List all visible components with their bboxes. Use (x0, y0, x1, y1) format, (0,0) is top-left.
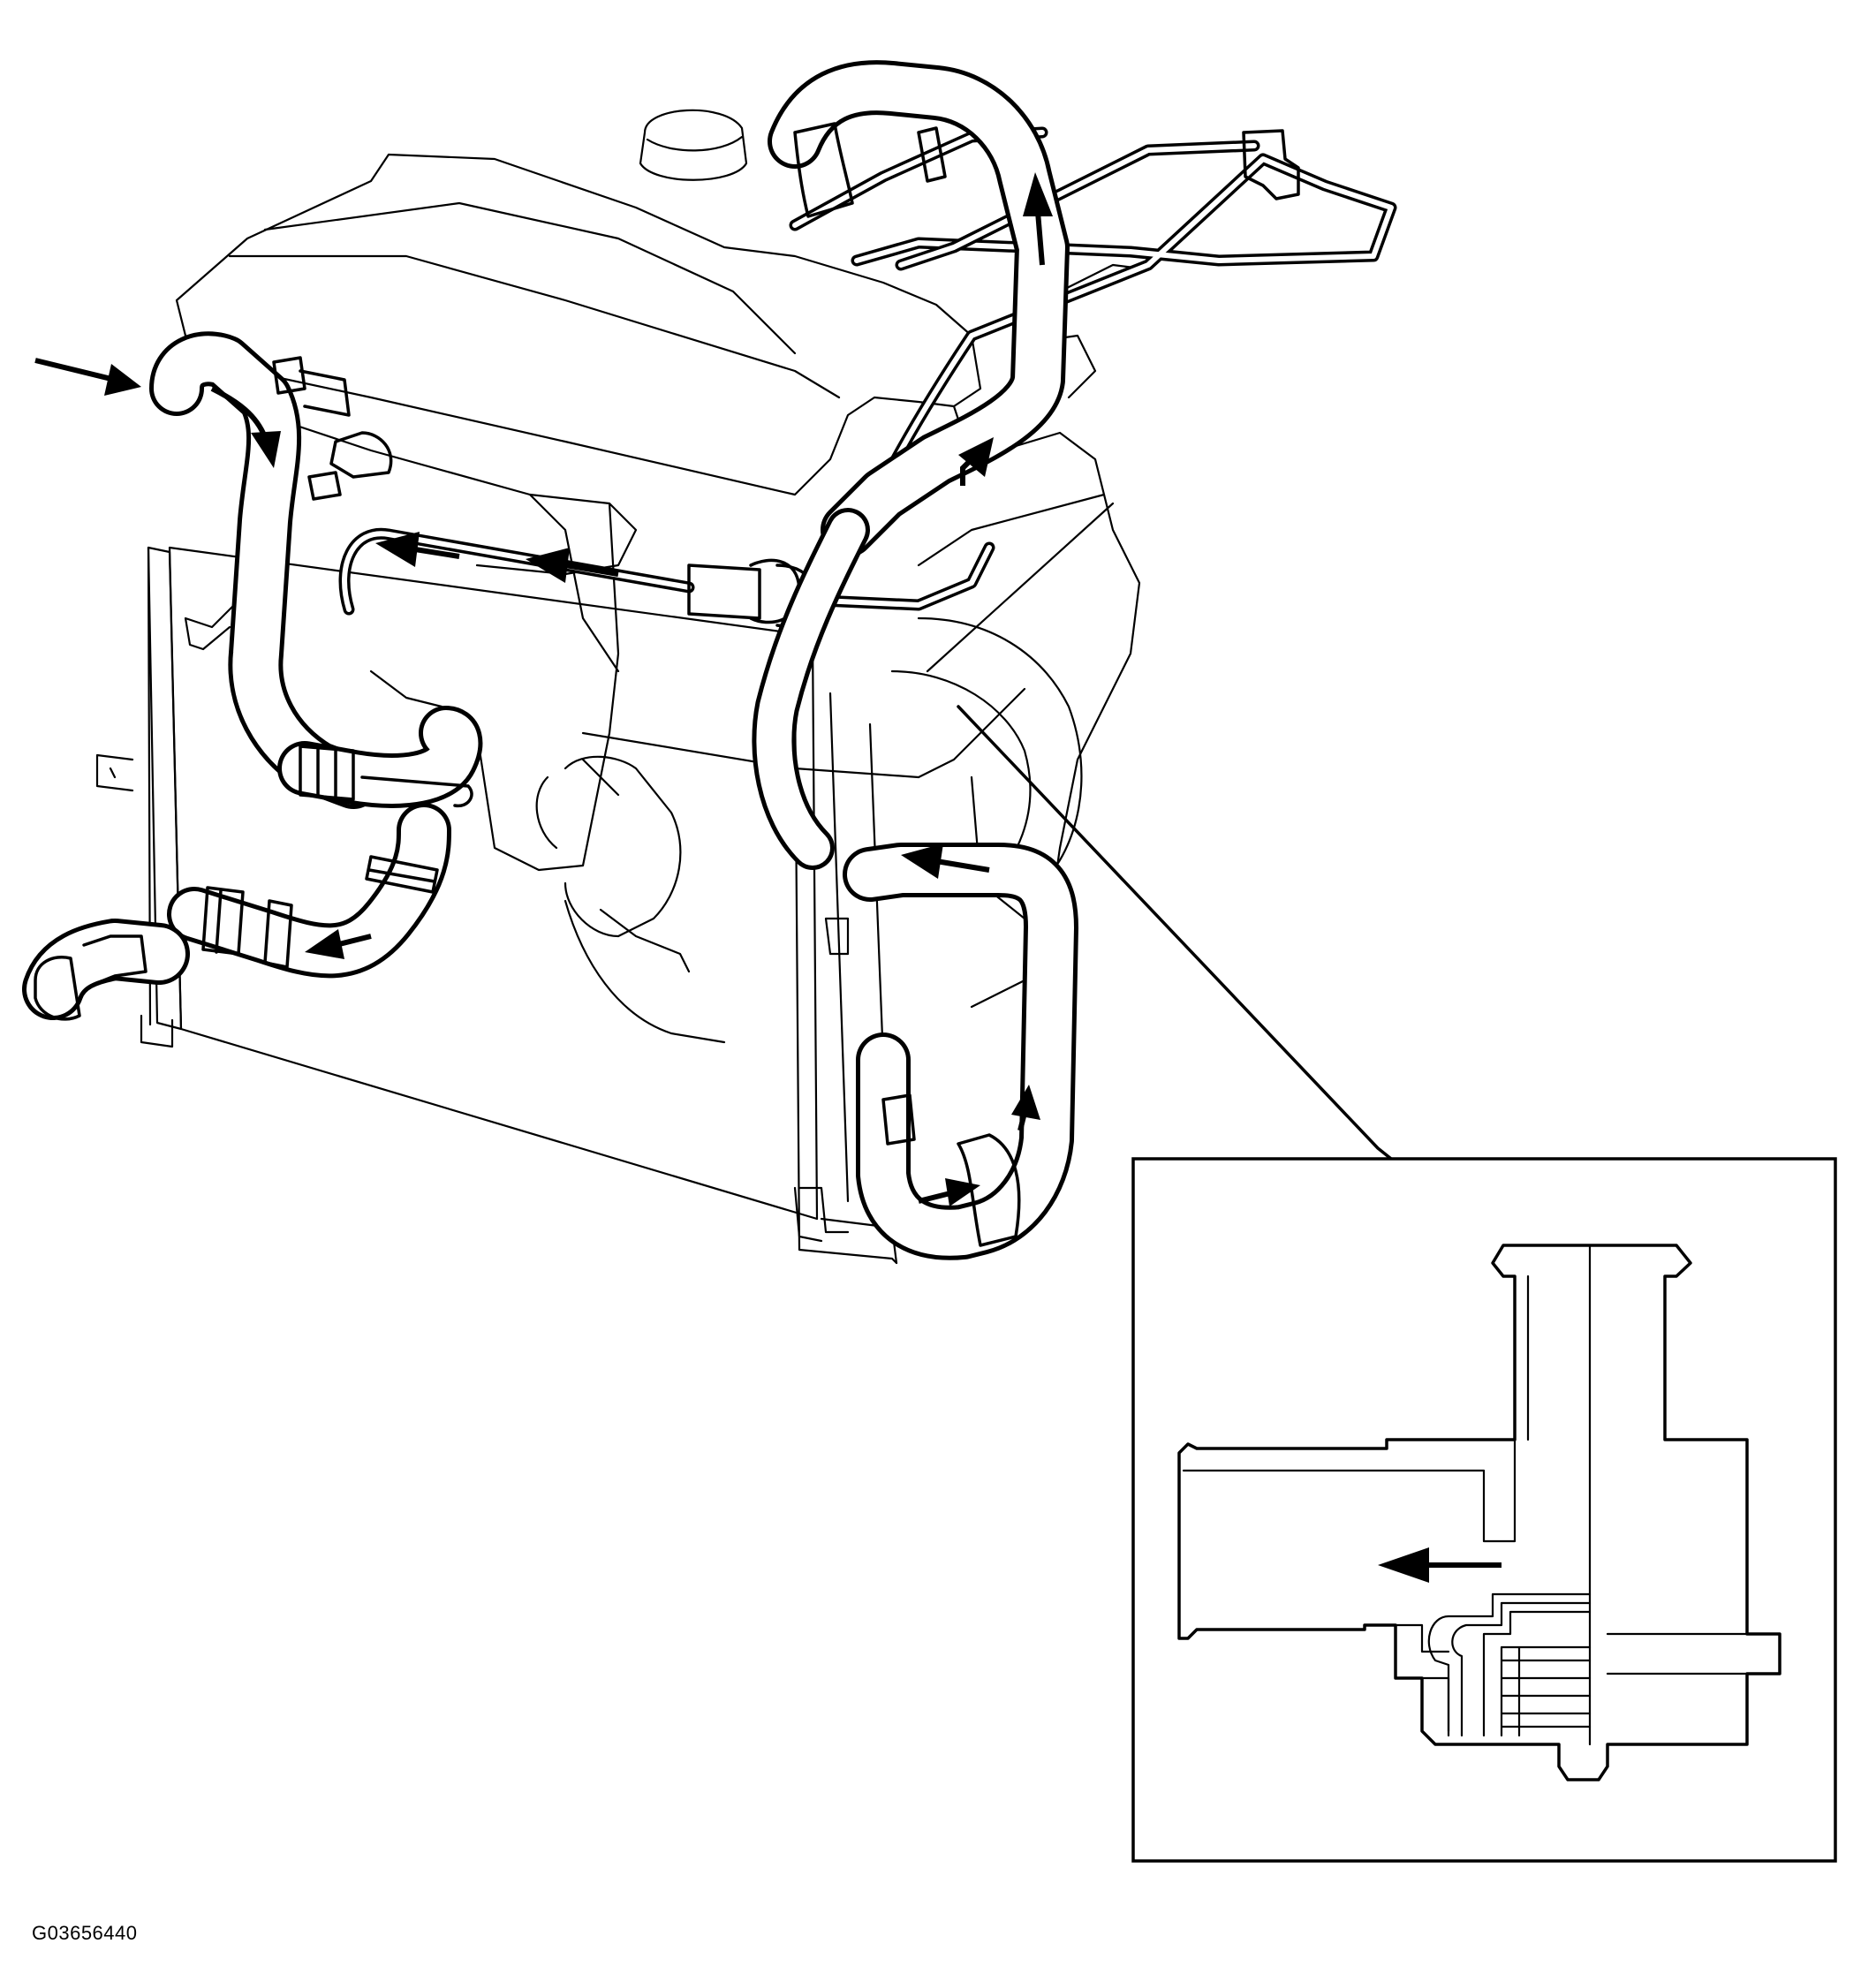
flow-arrows (34, 172, 1053, 1206)
flow-arrow-icon (901, 843, 990, 879)
thermostat-element (1427, 1592, 1592, 1737)
lower-left-hose (167, 803, 451, 979)
flow-arrow-icon (918, 1178, 980, 1206)
flow-arrow-icon (526, 548, 619, 583)
thermostat-housing-detail (1131, 1157, 1837, 1863)
lower-right-hose-clamp (957, 1133, 1021, 1247)
flow-arrow-icon (958, 437, 994, 486)
oil-filler-cap (639, 109, 748, 181)
pipe-connector (687, 563, 761, 620)
lower-right-hose (843, 843, 1078, 1260)
lower-hose-clamp-3 (365, 855, 439, 894)
lower-hose-clamp-1 (201, 886, 245, 956)
water-pump-hose (277, 706, 483, 808)
flow-arrow-icon (1378, 1547, 1502, 1583)
bypass-pipe (338, 527, 995, 628)
intake-hose (535, 755, 691, 973)
flow-arrow-icon (1011, 1085, 1040, 1131)
heater-return-hose (752, 60, 1070, 870)
water-pump-outlet (299, 745, 355, 801)
flow-arrow-icon (375, 532, 460, 567)
flow-arrow-icon (34, 358, 141, 396)
figure-id-label: G03656440 (32, 1922, 138, 1944)
flow-arrow-icon (305, 929, 372, 959)
radiator-drain-lug (798, 1186, 850, 1234)
thermostat-housing-outline (1177, 1244, 1781, 1781)
radiator-outlet-left (22, 919, 190, 1021)
flow-arrow-icon (1023, 172, 1053, 266)
upper-radiator-hose (149, 331, 393, 809)
detail-leader-line (957, 705, 1393, 1161)
upper-hose-clamp (272, 356, 351, 417)
flow-arrow-icon (210, 386, 281, 468)
heater-hose-clamp (793, 122, 854, 218)
lower-hose-clamp-2 (263, 899, 293, 969)
radiator-mount-tab (95, 753, 174, 1048)
oil-pan (581, 687, 1026, 779)
heater-pipe-clip (1242, 129, 1300, 200)
